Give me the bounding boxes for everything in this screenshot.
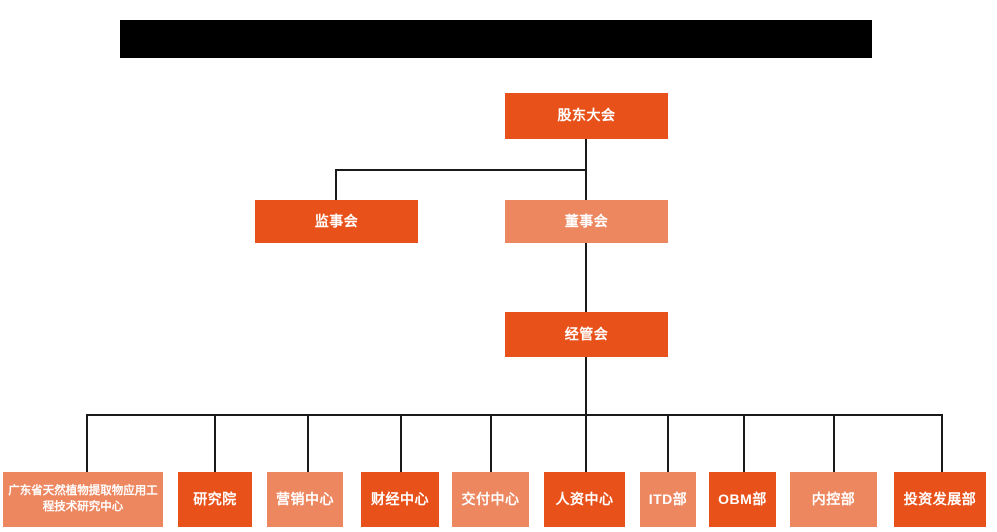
connector-drop-hr-center — [585, 414, 587, 472]
connector-drop-itd-dept — [667, 414, 669, 472]
connector-department-bus — [87, 414, 943, 416]
connector-shareholders-down — [585, 139, 587, 171]
connector-shareholders-split — [335, 169, 587, 171]
connector-drop-finance-center — [400, 414, 402, 472]
node-obm-dept[interactable]: OBM部 — [709, 472, 776, 527]
connector-directors-management — [585, 243, 587, 312]
connector-drop-research-center — [86, 414, 88, 472]
redacted-title-bar — [120, 20, 872, 58]
connector-drop-internal-control-dept — [833, 414, 835, 472]
node-investment-development-dept[interactable]: 投资发展部 — [894, 472, 986, 527]
connector-to-supervisors — [335, 169, 337, 200]
node-management[interactable]: 经管会 — [505, 312, 668, 357]
connector-drop-investment-development-dept — [941, 414, 943, 472]
node-shareholders[interactable]: 股东大会 — [505, 93, 668, 139]
connector-to-directors — [585, 169, 587, 200]
connector-drop-obm-dept — [743, 414, 745, 472]
node-research-center[interactable]: 广东省天然植物提取物应用工程技术研究中心 — [3, 472, 163, 527]
connector-management-bus — [585, 357, 587, 415]
node-supervisors[interactable]: 监事会 — [255, 200, 418, 243]
connector-drop-delivery-center — [490, 414, 492, 472]
node-internal-control-dept[interactable]: 内控部 — [790, 472, 877, 527]
node-finance-center[interactable]: 财经中心 — [361, 472, 439, 527]
node-hr-center[interactable]: 人资中心 — [544, 472, 625, 527]
node-itd-dept[interactable]: ITD部 — [640, 472, 696, 527]
node-marketing-center[interactable]: 营销中心 — [267, 472, 343, 527]
node-directors[interactable]: 董事会 — [505, 200, 668, 243]
connector-drop-marketing-center — [307, 414, 309, 472]
connector-drop-institute — [214, 414, 216, 472]
node-institute[interactable]: 研究院 — [178, 472, 252, 527]
node-delivery-center[interactable]: 交付中心 — [452, 472, 529, 527]
